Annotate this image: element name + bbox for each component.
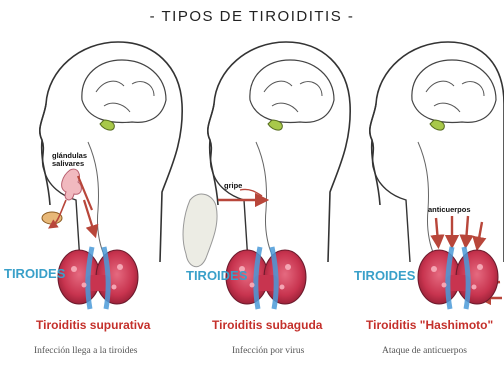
panel-name-subaguda: Tiroiditis subaguda (212, 318, 322, 332)
panel-desc-hashimoto: Ataque de anticuerpos (382, 346, 467, 356)
thyroid-label: TIROIDES (186, 268, 247, 283)
panel-desc-supurativa: Infección llega a la tiroides (34, 346, 137, 356)
annotation-glandulas-salivares: glándulas salivares (52, 152, 94, 168)
head-outline (208, 42, 350, 262)
face-profile (370, 104, 410, 262)
virus-cloud (183, 194, 217, 267)
throat-canal (418, 142, 438, 262)
panel-name-supurativa: Tiroiditis supurativa (36, 318, 150, 332)
salivary-glands (62, 169, 82, 200)
throat-canal (256, 142, 276, 262)
panel-name-hashimoto: Tiroiditis "Hashimoto" (366, 318, 504, 332)
panel-desc-subaguda: Infección por virus (232, 346, 304, 356)
thyroid-label: TIROIDES (354, 268, 415, 283)
annotation-gripe: gripe (224, 182, 242, 190)
thyroid-gland (418, 247, 498, 309)
thyroid-gland (58, 247, 138, 309)
annotation-anticuerpos: anticuerpos (428, 206, 471, 214)
thyroid-label: TIROIDES (4, 266, 65, 281)
